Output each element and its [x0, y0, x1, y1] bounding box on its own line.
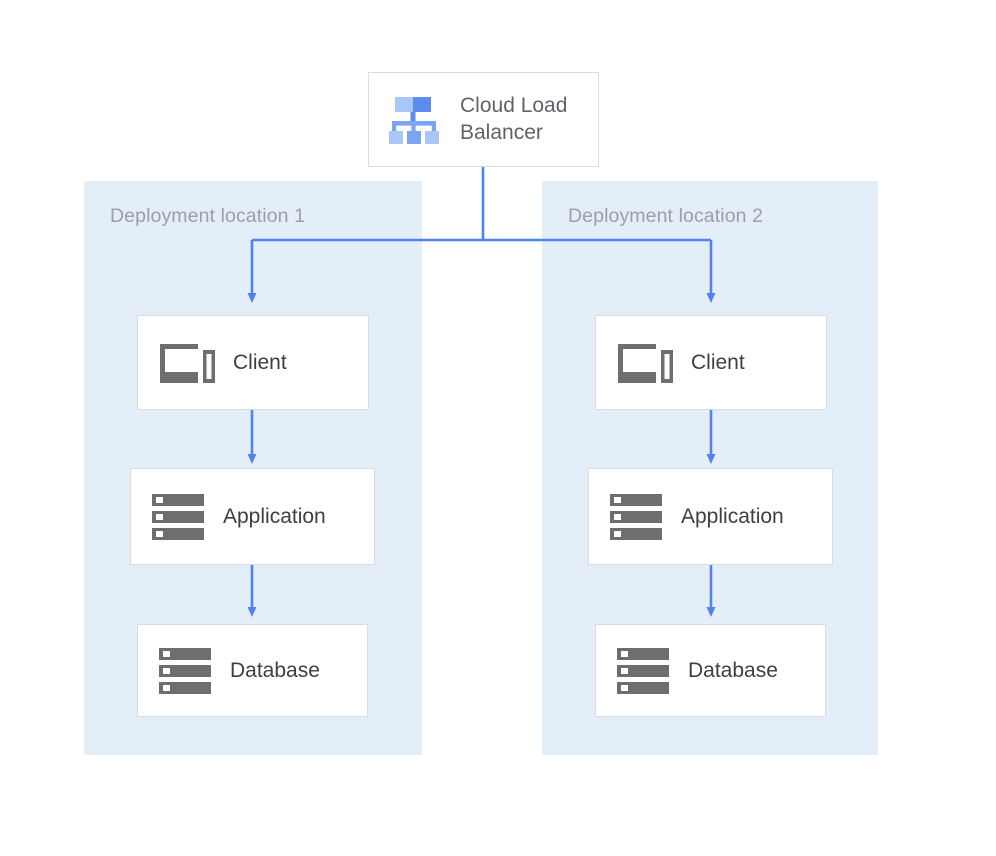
node-database-zone-2[interactable]: Database	[595, 624, 826, 717]
node-cloud-load-balancer-label: Cloud Load Balancer	[460, 93, 568, 144]
server-stack-icon	[158, 645, 212, 697]
node-application-zone-2-label: Application	[681, 504, 784, 528]
node-client-zone-2[interactable]: Client	[595, 315, 827, 410]
node-application-zone-1[interactable]: Application	[130, 468, 375, 565]
node-application-zone-1-label: Application	[223, 504, 326, 528]
node-database-zone-2-label: Database	[688, 658, 778, 682]
load-balancer-icon	[386, 92, 442, 148]
node-client-zone-2-label: Client	[691, 350, 745, 374]
deployment-zone-2-label: Deployment location 2	[568, 205, 764, 227]
deployment-zone-1-label: Deployment location 1	[110, 205, 306, 227]
node-client-zone-1[interactable]: Client	[137, 315, 369, 410]
node-application-zone-2[interactable]: Application	[588, 468, 833, 565]
devices-icon	[616, 340, 674, 386]
server-stack-icon	[616, 645, 670, 697]
server-stack-icon	[609, 491, 663, 543]
node-client-zone-1-label: Client	[233, 350, 287, 374]
node-database-zone-1[interactable]: Database	[137, 624, 368, 717]
devices-icon	[158, 340, 216, 386]
node-cloud-load-balancer[interactable]: Cloud Load Balancer	[368, 72, 599, 167]
server-stack-icon	[151, 491, 205, 543]
node-database-zone-1-label: Database	[230, 658, 320, 682]
